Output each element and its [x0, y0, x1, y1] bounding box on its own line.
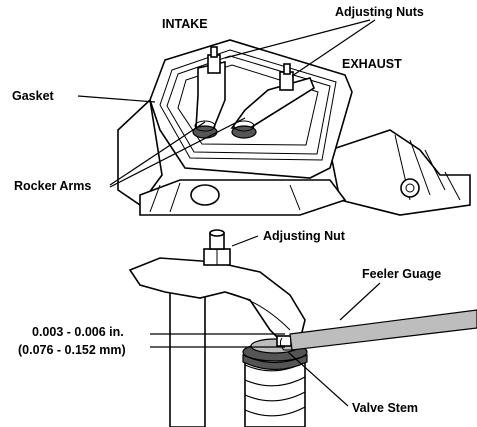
valve-stem: [276, 335, 292, 347]
block-bolt: [400, 178, 420, 198]
intake-label: INTAKE: [162, 17, 208, 31]
adjusting-nut-label: Adjusting Nut: [263, 229, 346, 243]
top-leader-lines: [77, 19, 376, 188]
cooling-fins: [394, 134, 461, 201]
bottom-leader-lines: [150, 235, 381, 407]
gasket-label: Gasket: [12, 89, 55, 103]
clearance-mm-label: (0.076 - 0.152 mm): [18, 343, 126, 357]
exhaust-spring: [231, 125, 257, 139]
rocker-arms-label: Rocker Arms: [14, 179, 91, 193]
cylinder-head-illustration: [117, 39, 471, 216]
feeler-gauge: [289, 309, 477, 351]
exhaust-label: EXHAUST: [342, 57, 402, 71]
rocker-detail-illustration: [128, 229, 477, 427]
valve-stem-label: Valve Stem: [352, 401, 418, 415]
base-boss: [190, 184, 220, 206]
adjusting-nuts-label: Adjusting Nuts: [335, 5, 424, 19]
rocker-arm: [128, 257, 306, 346]
gasket: [159, 49, 337, 161]
clearance-in-label: 0.003 - 0.006 in.: [32, 325, 124, 339]
engine-block-right: [329, 129, 471, 216]
exhaust-stud: [283, 63, 291, 75]
valve-spring: [242, 351, 308, 427]
intake-stud: [210, 46, 218, 58]
feeler-gauge-label: Feeler Guage: [362, 267, 441, 281]
head-base: [139, 179, 347, 216]
